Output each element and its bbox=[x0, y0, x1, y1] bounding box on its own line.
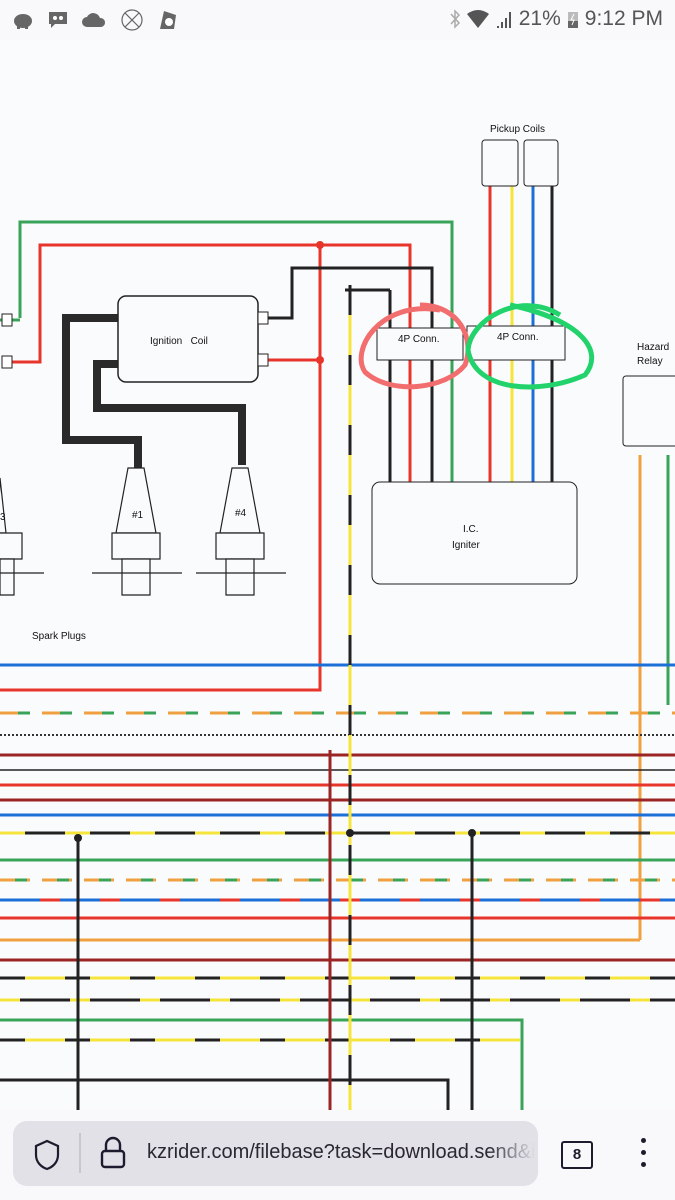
conn-right-label: 4P Conn. bbox=[497, 332, 539, 343]
url-text[interactable]: kzrider.com/filebase?task=download.send&… bbox=[147, 1141, 535, 1163]
hazard-relay-box bbox=[622, 375, 675, 447]
voicemail-icon bbox=[49, 12, 67, 28]
wiring-diagram-page[interactable]: Ignition Coil #1 #4 3 Spark Plugs Pickup… bbox=[0, 40, 675, 1110]
spark-plug-3 bbox=[0, 477, 7, 534]
address-bar[interactable]: kzrider.com/filebase?task=download.send&… bbox=[13, 1121, 538, 1186]
browser-toolbar: kzrider.com/filebase?task=download.send&… bbox=[0, 1110, 675, 1200]
cloud-icon bbox=[82, 13, 106, 27]
pickup-coil-1 bbox=[481, 139, 519, 187]
lock-icon[interactable] bbox=[99, 1136, 127, 1170]
address-bar-divider bbox=[79, 1133, 81, 1173]
4p-connector-left bbox=[376, 327, 464, 361]
battery-percent: 21% bbox=[518, 7, 561, 30]
igniter-label-2: Igniter bbox=[452, 540, 480, 551]
pickup-coils-label: Pickup Coils bbox=[490, 124, 545, 135]
igniter-label-1: I.C. bbox=[463, 524, 479, 535]
ignition-coil-label: Ignition Coil bbox=[150, 336, 208, 347]
spark-plug-1 bbox=[115, 467, 157, 534]
plug-3-label: 3 bbox=[0, 512, 6, 523]
avast-icon bbox=[160, 11, 176, 29]
shield-icon[interactable] bbox=[33, 1139, 61, 1171]
battery-charging-icon bbox=[567, 12, 578, 28]
tab-count-button[interactable]: 8 bbox=[561, 1141, 593, 1169]
spark-plugs-label: Spark Plugs bbox=[32, 631, 86, 642]
spark-plug-4 bbox=[219, 467, 261, 534]
green-highlight-circle bbox=[465, 302, 595, 390]
plug-1-label: #1 bbox=[132, 510, 144, 521]
piggy-bank-icon bbox=[14, 14, 32, 29]
hazard-label-1: Hazard bbox=[637, 342, 669, 353]
conn-left-label: 4P Conn. bbox=[398, 334, 440, 345]
clock: 9:12 PM bbox=[584, 7, 663, 30]
status-bar: 21% 9:12 PM bbox=[0, 0, 675, 40]
pickup-coil-2 bbox=[523, 139, 559, 187]
x-circle-icon bbox=[121, 9, 143, 31]
signal-icon bbox=[496, 12, 511, 28]
overflow-menu-icon[interactable] bbox=[638, 1138, 648, 1178]
4p-connector-right bbox=[466, 325, 566, 361]
ignition-coil-box bbox=[117, 295, 259, 383]
plug-4-label: #4 bbox=[235, 508, 247, 519]
ic-igniter-box bbox=[371, 481, 578, 585]
wiring-diagram: Ignition Coil #1 #4 3 Spark Plugs Pickup… bbox=[0, 124, 675, 1110]
hazard-label-2: Relay bbox=[637, 356, 663, 367]
wifi-icon bbox=[466, 10, 489, 28]
red-wire bbox=[12, 243, 412, 488]
red-highlight-circle bbox=[358, 302, 471, 390]
bluetooth-icon bbox=[450, 9, 460, 29]
wire-harness bbox=[0, 285, 675, 1110]
